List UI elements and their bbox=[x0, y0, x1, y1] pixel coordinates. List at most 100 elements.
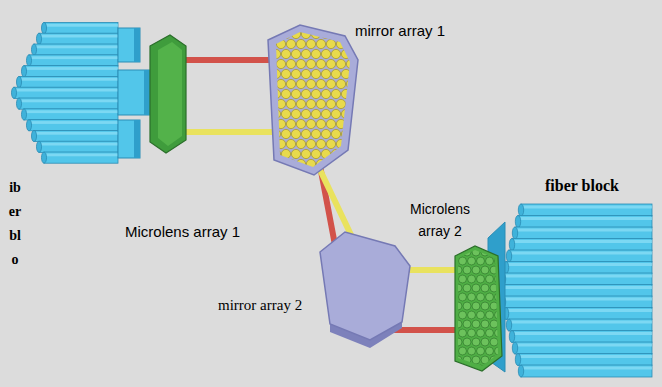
mirror-element bbox=[321, 109, 330, 118]
fiber-cylinder bbox=[515, 227, 652, 239]
fiber-end bbox=[518, 204, 523, 216]
fiber-highlight bbox=[44, 24, 118, 27]
mirror-element bbox=[271, 49, 280, 58]
mirror-element bbox=[341, 149, 350, 158]
microlens bbox=[495, 257, 503, 265]
fiber-cylinder bbox=[503, 273, 652, 285]
microlens bbox=[468, 257, 476, 265]
fiber-end bbox=[41, 152, 46, 163]
microlens bbox=[481, 356, 489, 364]
microlens bbox=[468, 275, 476, 283]
microlens bbox=[486, 275, 494, 283]
fiber-cylinder bbox=[512, 331, 652, 343]
fiber-step bbox=[118, 28, 140, 62]
fiber-step bbox=[118, 70, 150, 115]
microlens bbox=[477, 329, 485, 337]
fiber-cylinder bbox=[500, 285, 652, 297]
fiber-highlight bbox=[19, 78, 118, 81]
mirror-element bbox=[276, 79, 285, 88]
mirror-element bbox=[296, 39, 305, 48]
fiber-cylinder bbox=[506, 308, 652, 320]
mirror-element bbox=[286, 59, 295, 68]
microlens bbox=[472, 248, 480, 256]
part-label: fiber block bbox=[545, 177, 619, 195]
fiber-highlight bbox=[506, 309, 652, 312]
mirror-element bbox=[311, 29, 320, 38]
mirror-element bbox=[336, 119, 345, 128]
microlens bbox=[481, 338, 489, 346]
fiber-highlight bbox=[34, 132, 118, 135]
microlens bbox=[490, 284, 498, 292]
mirror-element bbox=[326, 119, 335, 128]
microlens bbox=[459, 347, 467, 355]
mirror-element bbox=[271, 109, 280, 118]
mirror-element bbox=[291, 69, 300, 78]
beams bbox=[150, 60, 470, 330]
mirror-element bbox=[271, 29, 280, 38]
microlens bbox=[468, 293, 476, 301]
mirror-element bbox=[341, 109, 350, 118]
mirror-element bbox=[341, 69, 350, 78]
mirror-element bbox=[301, 29, 310, 38]
mirror-array-2 bbox=[320, 232, 410, 340]
mirror-element bbox=[271, 149, 280, 158]
fiber-highlight bbox=[39, 35, 118, 38]
microlens bbox=[459, 257, 467, 265]
mirror-element bbox=[286, 139, 295, 148]
microlens bbox=[472, 338, 480, 346]
mirror-element bbox=[311, 149, 320, 158]
fiber-end bbox=[26, 55, 31, 66]
mirror-element bbox=[301, 89, 310, 98]
fiber-cylinder bbox=[29, 120, 118, 131]
microlens bbox=[490, 302, 498, 310]
fiber-end bbox=[515, 354, 520, 366]
microlens bbox=[490, 266, 498, 274]
fiber-cylinder bbox=[521, 204, 652, 216]
mirror-element bbox=[301, 109, 310, 118]
mirror-element bbox=[271, 129, 280, 138]
mirror-element bbox=[301, 69, 310, 78]
mirror-element bbox=[321, 69, 330, 78]
mirror-element bbox=[276, 159, 285, 168]
mirror-element bbox=[306, 119, 315, 128]
mirror-element bbox=[321, 49, 330, 58]
microlens bbox=[481, 302, 489, 310]
fiber-cylinder bbox=[34, 130, 118, 141]
fiber-cylinder bbox=[24, 66, 118, 77]
mirror-element bbox=[281, 69, 290, 78]
microlens bbox=[477, 275, 485, 283]
microlens bbox=[490, 338, 498, 346]
microlens bbox=[495, 365, 503, 373]
mirror-element bbox=[341, 89, 350, 98]
mirror-elements bbox=[271, 29, 355, 168]
fiber-block-1 bbox=[11, 22, 150, 163]
microlens bbox=[472, 302, 480, 310]
fiber-cylinder bbox=[509, 250, 652, 262]
mirror-element bbox=[286, 159, 295, 168]
mirror-element bbox=[306, 159, 315, 168]
mirror-element bbox=[306, 59, 315, 68]
fiber-highlight bbox=[34, 46, 118, 49]
fiber-highlight bbox=[518, 217, 652, 220]
microlens bbox=[486, 347, 494, 355]
fiber-highlight bbox=[500, 286, 652, 289]
mirror-element bbox=[346, 39, 355, 48]
mirror-element bbox=[321, 129, 330, 138]
fiber-step bbox=[118, 120, 140, 158]
mirror-element bbox=[291, 149, 300, 158]
fiber-highlight bbox=[509, 321, 652, 324]
microlens bbox=[463, 356, 471, 364]
mirror-element bbox=[296, 139, 305, 148]
mirror-element bbox=[296, 99, 305, 108]
fiber-highlight bbox=[518, 355, 652, 358]
mirror-element bbox=[311, 89, 320, 98]
fiber-highlight bbox=[39, 143, 118, 146]
fiber-end bbox=[36, 33, 41, 44]
microlens bbox=[454, 356, 462, 364]
fiber-highlight bbox=[521, 206, 652, 209]
fiber-cylinder bbox=[19, 98, 118, 109]
mirror-element bbox=[281, 129, 290, 138]
mirror-element bbox=[311, 69, 320, 78]
mirror-element bbox=[311, 49, 320, 58]
